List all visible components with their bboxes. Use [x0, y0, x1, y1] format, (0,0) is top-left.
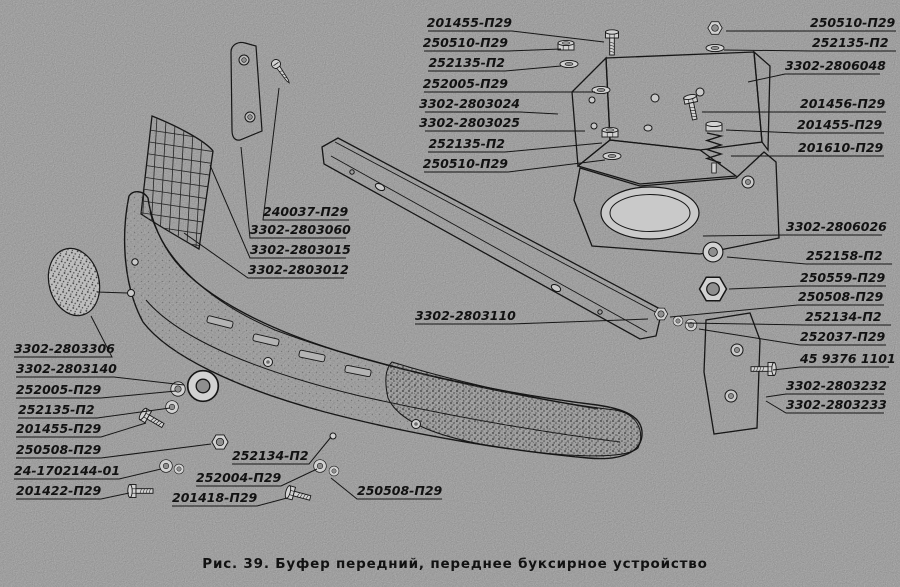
part-label: 252037-П29: [800, 329, 886, 344]
towing-base-plate: [573, 151, 780, 255]
part-label: 252135-П2: [428, 136, 505, 151]
part-label: 3302-2806026: [786, 219, 887, 234]
part-label: 3302-2803025: [419, 115, 520, 130]
part-label: 240037-П29: [263, 204, 349, 219]
part-label: 201455-П29: [427, 15, 513, 30]
washer: [313, 459, 327, 473]
part-label: 201418-П29: [172, 490, 258, 505]
washer: [702, 241, 724, 263]
washer: [591, 85, 611, 95]
part-label: 45 9376 1101: [799, 351, 896, 366]
part-label: 24-1702144-01: [14, 463, 120, 478]
part-label: 252158-П2: [806, 248, 883, 263]
part-label: 3302-2806048: [785, 58, 886, 73]
part-label: 252005-П29: [16, 382, 102, 397]
washer: [159, 459, 173, 473]
part-label: 201455-П29: [797, 117, 883, 132]
nut: [707, 21, 723, 35]
bumper-side-bracket: [230, 41, 263, 141]
big-nut: [698, 276, 728, 302]
tow-hook-plate: [703, 312, 761, 435]
label-group-mid-left: 240037-П29 3302-2803060 3302-2803015 330…: [248, 204, 351, 277]
washer: [705, 43, 725, 53]
big-washer: [186, 369, 220, 403]
part-label: 3302-2803233: [786, 397, 887, 412]
washer: [602, 151, 622, 161]
part-label: 252135-П2: [18, 402, 95, 417]
part-label: 3302-2803012: [248, 262, 349, 277]
nut: [601, 126, 619, 138]
part-label: 250510-П29: [423, 156, 509, 171]
part-label: 201422-П29: [16, 483, 102, 498]
washer: [173, 463, 185, 475]
part-label: 252004-П29: [196, 470, 282, 485]
front-bumper: [123, 191, 643, 460]
part-label: 252135-П2: [812, 35, 889, 50]
washer: [559, 59, 579, 69]
reinforcement-beam: [321, 137, 663, 340]
part-label: 3302-2803306: [14, 341, 115, 356]
part-label: 201455-П29: [16, 421, 102, 436]
part-label: 250559-П29: [800, 270, 886, 285]
part-label: 201610-П29: [798, 140, 884, 155]
washer: [328, 465, 340, 477]
part-label: 3302-2803024: [419, 96, 520, 111]
rubber-pad: [47, 247, 135, 317]
label-column-right: 3302-2806026 252158-П2 250559-П29 250508…: [786, 219, 896, 412]
label-group-bottom: 3302-2803110 252134-П2 252004-П29 201418…: [172, 308, 516, 505]
part-label: 252134-П2: [232, 448, 309, 463]
figure-caption: Рис. 39. Буфер передний, переднее буксир…: [202, 556, 707, 572]
label-column-top-left: 201455-П29 250510-П29 252135-П2 252005-П…: [419, 15, 520, 171]
part-label: 250510-П29: [810, 15, 896, 30]
part-label: 250508-П29: [798, 289, 884, 304]
part-label: 252135-П2: [428, 55, 505, 70]
part-label: 3302-2803232: [786, 378, 887, 393]
label-column-top-right: 250510-П29 252135-П2 3302-2806048 201456…: [785, 15, 896, 155]
part-label: 252005-П29: [423, 76, 509, 91]
washer: [165, 400, 179, 414]
nut: [211, 434, 229, 450]
washer: [684, 318, 698, 332]
part-label: 250508-П29: [357, 483, 443, 498]
part-label: 250510-П29: [423, 35, 509, 50]
part-label: 3302-2803060: [250, 222, 351, 237]
washer: [672, 315, 684, 327]
part-label: 3302-2803015: [250, 242, 351, 257]
part-label: 3302-2803110: [415, 308, 516, 323]
part-label: 201456-П29: [800, 96, 886, 111]
nut: [653, 307, 669, 321]
leader-lines: [14, 30, 896, 507]
label-column-left: 3302-2803306 3302-2803140 252005-П29 252…: [14, 341, 120, 498]
part-label: 252134-П2: [805, 309, 882, 324]
part-label: 250508-П29: [16, 442, 102, 457]
part-label: 3302-2803140: [16, 361, 117, 376]
